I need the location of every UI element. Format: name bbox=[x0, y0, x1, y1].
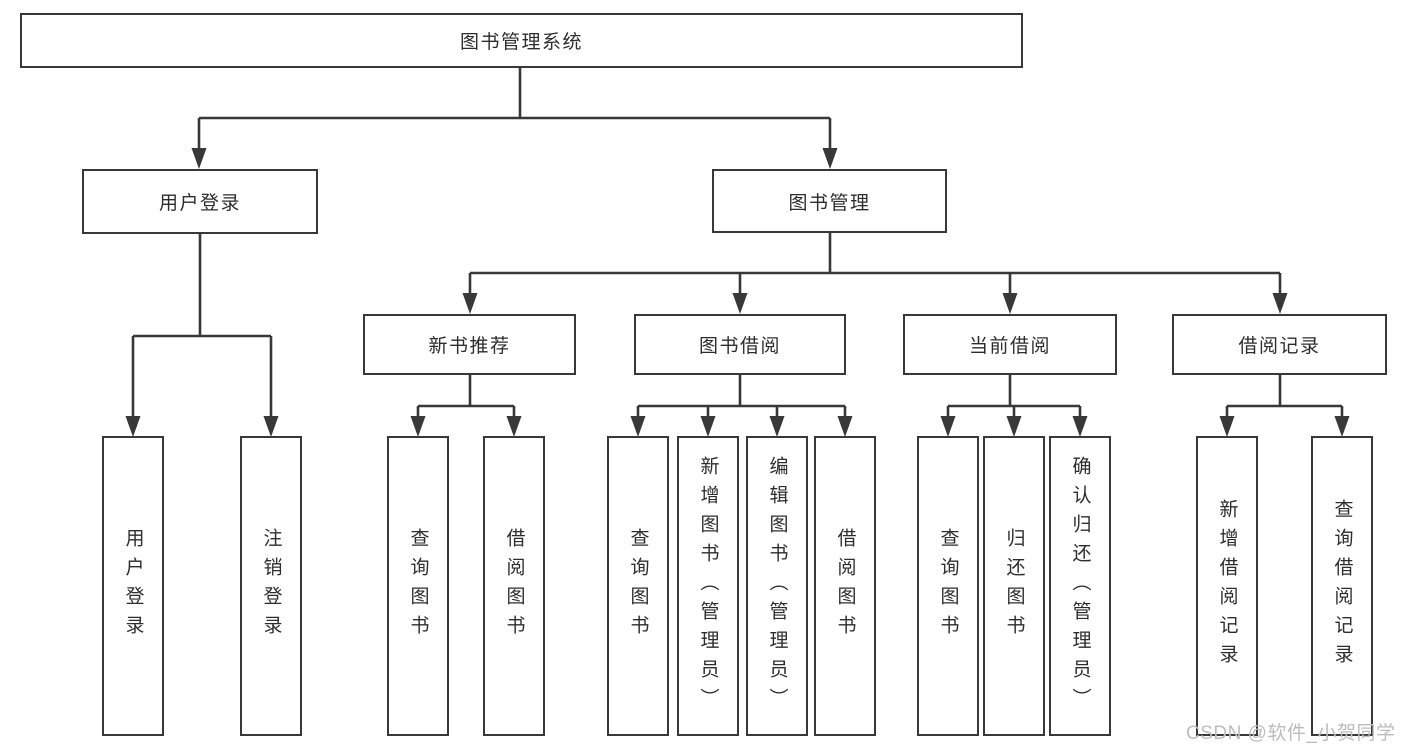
leaf-label: 新增图书（管理员） bbox=[697, 455, 719, 717]
node-leaf-logout: 注销登录 bbox=[240, 436, 302, 736]
node-user-login: 用户登录 bbox=[82, 169, 318, 234]
node-leaf-query-borrow-record: 查询借阅记录 bbox=[1311, 436, 1373, 736]
node-leaf-borrow-books-recommend: 借阅图书 bbox=[483, 436, 545, 736]
leaf-label: 新增借阅记录 bbox=[1216, 499, 1238, 673]
leaf-label: 确认归还（管理员） bbox=[1069, 455, 1091, 717]
node-leaf-borrow-books: 借阅图书 bbox=[814, 436, 876, 736]
csdn-watermark: CSDN @软件_小贺同学 bbox=[1186, 723, 1396, 744]
node-leaf-edit-book-admin: 编辑图书（管理员） bbox=[746, 436, 808, 736]
node-leaf-user-login: 用户登录 bbox=[102, 436, 164, 736]
node-root-system: 图书管理系统 bbox=[20, 13, 1023, 68]
node-book-management: 图书管理 bbox=[712, 169, 947, 233]
leaf-label: 查询图书 bbox=[407, 528, 429, 644]
leaf-label: 归还图书 bbox=[1003, 528, 1025, 644]
node-leaf-add-borrow-record: 新增借阅记录 bbox=[1196, 436, 1258, 736]
node-leaf-add-book-admin: 新增图书（管理员） bbox=[677, 436, 739, 736]
node-leaf-query-books-current: 查询图书 bbox=[917, 436, 979, 736]
leaf-label: 查询借阅记录 bbox=[1331, 499, 1353, 673]
leaf-label: 借阅图书 bbox=[503, 528, 525, 644]
node-book-borrowing: 图书借阅 bbox=[634, 314, 846, 375]
leaf-label: 借阅图书 bbox=[834, 528, 856, 644]
leaf-label: 用户登录 bbox=[122, 528, 144, 644]
node-leaf-query-books-borrow: 查询图书 bbox=[607, 436, 669, 736]
node-leaf-query-books-recommend: 查询图书 bbox=[387, 436, 449, 736]
node-leaf-confirm-return-admin: 确认归还（管理员） bbox=[1049, 436, 1111, 736]
node-current-borrowing: 当前借阅 bbox=[903, 314, 1117, 375]
leaf-label: 查询图书 bbox=[627, 528, 649, 644]
node-borrowing-records: 借阅记录 bbox=[1172, 314, 1387, 375]
leaf-label: 编辑图书（管理员） bbox=[766, 455, 788, 717]
leaf-label: 查询图书 bbox=[937, 528, 959, 644]
leaf-label: 注销登录 bbox=[260, 528, 282, 644]
node-new-book-recommend: 新书推荐 bbox=[363, 314, 576, 375]
node-leaf-return-book: 归还图书 bbox=[983, 436, 1045, 736]
